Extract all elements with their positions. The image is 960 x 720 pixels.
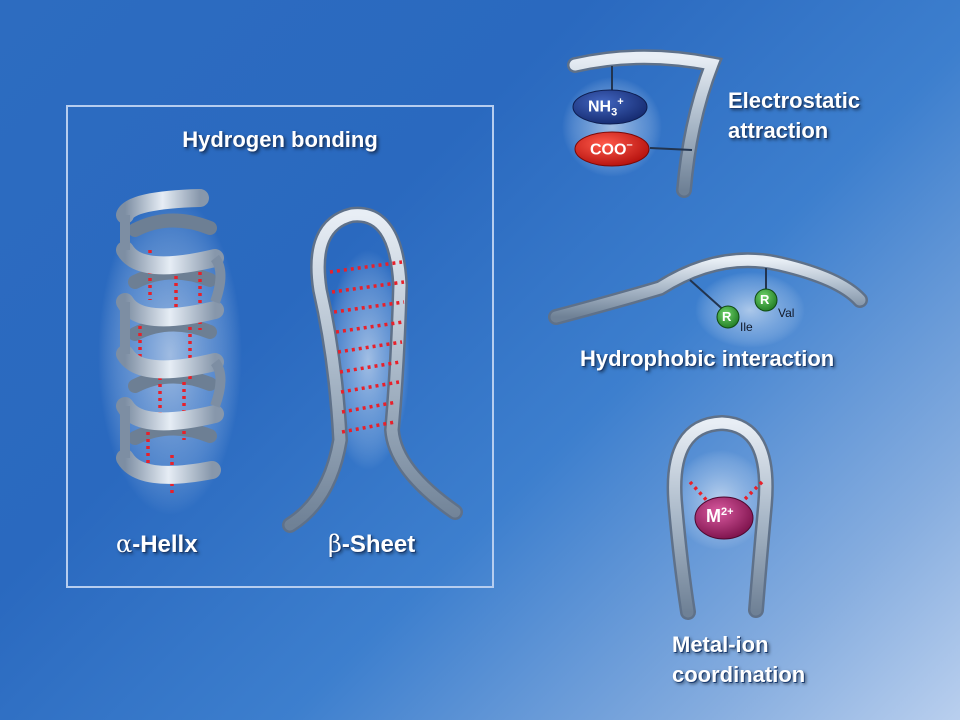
r-val-subscript: Val <box>778 306 795 320</box>
coo-badge-label: COO– <box>590 139 633 159</box>
alpha-helix-label: α-Hellx <box>116 530 198 559</box>
r-val-badge-label: R <box>760 292 770 307</box>
metal-ion-badge-label: M2+ <box>706 506 734 526</box>
beta-symbol: β <box>328 530 342 558</box>
metal-ion-illustration <box>666 414 774 620</box>
alpha-label-text: -Hellx <box>132 531 198 558</box>
metal-ion-label: Metal-ion coordination <box>672 632 806 687</box>
electrostatic-label: Electrostatic attraction <box>728 88 861 143</box>
beta-label-text: -Sheet <box>341 531 416 558</box>
r-ile-badge-label: R <box>722 309 732 324</box>
electrostatic-illustration <box>562 49 723 198</box>
nh3-badge-label: NH3+ <box>588 96 624 119</box>
beta-sheet-label: β-Sheet <box>328 530 415 559</box>
hydrogen-bonding-panel <box>66 105 494 588</box>
hydrogen-bonding-title: Hydrogen bonding <box>182 127 378 152</box>
hydrophobic-label: Hydrophobic interaction <box>580 346 835 371</box>
alpha-helix-illustration <box>98 189 242 515</box>
hydrophobic-illustration <box>548 252 868 348</box>
r-ile-subscript: Ile <box>740 320 753 334</box>
beta-sheet-illustration <box>282 206 463 533</box>
alpha-symbol: α <box>116 530 133 558</box>
